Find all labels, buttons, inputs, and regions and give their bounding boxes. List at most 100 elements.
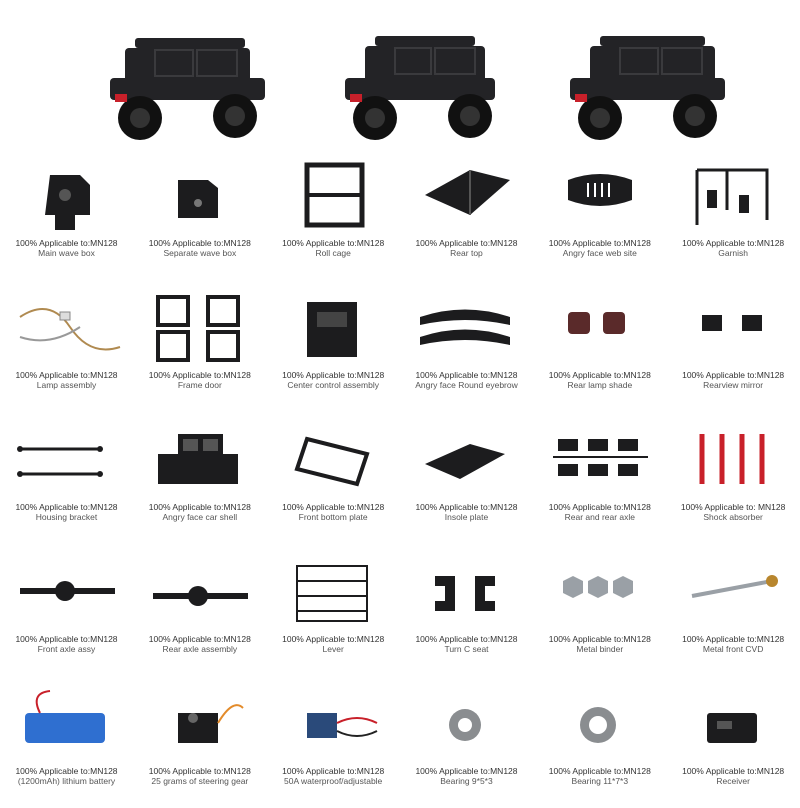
part-name: Receiver (716, 776, 750, 786)
part-name: Lamp assembly (36, 380, 97, 390)
part-name: Bearing 11*7*3 (571, 776, 629, 786)
part-compatibility: 100% Applicable to:MN128 (548, 238, 651, 248)
part-name: 50A waterproof/adjustable (284, 776, 383, 786)
part-name: Rear lamp shade (567, 380, 633, 390)
rear-axle-icon (153, 586, 249, 606)
part-compatibility: 100% Applicable to:MN128 (548, 502, 651, 512)
roll-cage-icon (304, 162, 365, 228)
battery-icon (25, 690, 105, 743)
part-compatibility: 100% Applicable to:MN128 (415, 370, 518, 380)
part-compatibility: 100% Applicable to:MN128 (282, 766, 385, 776)
part-name: Metal front CVD (702, 644, 764, 654)
part-name: Separate wave box (163, 248, 237, 258)
shock-absorber-icon (699, 434, 765, 484)
part-compatibility: 100% Applicable to:MN128 (148, 766, 251, 776)
axle-sprue-icon (553, 439, 649, 476)
part-compatibility: 100% Applicable to:MN128 (682, 766, 785, 776)
part-name: Center control assembly (287, 380, 379, 390)
mirror-icon (701, 315, 762, 331)
part-name: Rear and rear axle (564, 512, 636, 522)
servo-icon (178, 704, 245, 743)
insole-plate-icon (424, 444, 505, 479)
center-console-icon (306, 302, 357, 357)
bearing-icon (448, 709, 481, 741)
part-name: Rearview mirror (703, 380, 764, 390)
vehicle-side-image (345, 36, 495, 140)
housing-bracket-icon (17, 446, 103, 477)
part-name: Rear axle assembly (162, 644, 238, 654)
rear-lamp-icon (568, 312, 626, 334)
gearbox-icon (45, 175, 90, 230)
part-compatibility: 100% Applicable to:MN128 (15, 370, 118, 380)
part-compatibility: 100% Applicable to:MN128 (548, 634, 651, 644)
grille-icon (568, 174, 633, 206)
part-compatibility: 100% Applicable to:MN128 (682, 370, 785, 380)
part-compatibility: 100% Applicable to:MN128 (148, 634, 251, 644)
part-compatibility: 100% Applicable to:MN128 (15, 634, 118, 644)
cvd-shaft-icon (691, 575, 778, 598)
part-name: Metal binder (576, 644, 624, 654)
vehicle-photos (95, 18, 735, 148)
c-seat-icon (434, 576, 495, 611)
part-name: (1200mAh) lithium battery (17, 776, 116, 786)
frame-door-icon (156, 295, 241, 362)
part-compatibility: 100% Applicable to:MN128 (548, 766, 651, 776)
part-compatibility: 100% Applicable to:MN128 (282, 502, 385, 512)
front-axle-icon (20, 581, 115, 601)
part-name: Angry face car shell (162, 512, 238, 522)
part-compatibility: 100% Applicable to:MN128 (682, 238, 785, 248)
part-name: Roll cage (315, 248, 351, 258)
part-name: Frame door (177, 380, 222, 390)
part-compatibility: 100% Applicable to:MN128 (15, 502, 118, 512)
part-name: Angry face web site (562, 248, 637, 258)
part-compatibility: 100% Applicable to:MN128 (282, 238, 385, 248)
lever-sprue-icon (295, 565, 368, 622)
part-name: 25 grams of steering gear (151, 776, 249, 786)
esc-icon (306, 713, 378, 738)
part-name: Insole plate (444, 512, 489, 522)
part-compatibility: 100% Applicable to:MN128 (682, 634, 785, 644)
vehicle-front-left-image (110, 38, 265, 140)
part-compatibility: 100% Applicable to:MN128 (548, 370, 651, 380)
part-name: Bearing 9*5*3 (440, 776, 493, 786)
garnish-sprue-icon (695, 168, 769, 225)
part-name: Lever (322, 644, 344, 654)
part-name: Rear top (450, 248, 483, 258)
part-name: Front bottom plate (298, 512, 368, 522)
part-name: Garnish (718, 248, 749, 258)
part-name: Main wave box (38, 248, 95, 258)
part-compatibility: 100% Applicable to:MN128 (15, 238, 118, 248)
part-name: Turn C seat (444, 644, 489, 654)
part-name: Front axle assy (37, 644, 96, 654)
part-compatibility: 100% Applicable to:MN128 (415, 238, 518, 248)
part-compatibility: 100% Applicable to:MN128 (415, 634, 518, 644)
part-name: Angry face Round eyebrow (415, 380, 518, 390)
fender-flare-icon (419, 309, 510, 345)
gearbox-small-icon (178, 180, 219, 218)
part-compatibility: 100% Applicable to:MN128 (282, 370, 385, 380)
part-compatibility: 100% Applicable to:MN128 (148, 370, 251, 380)
